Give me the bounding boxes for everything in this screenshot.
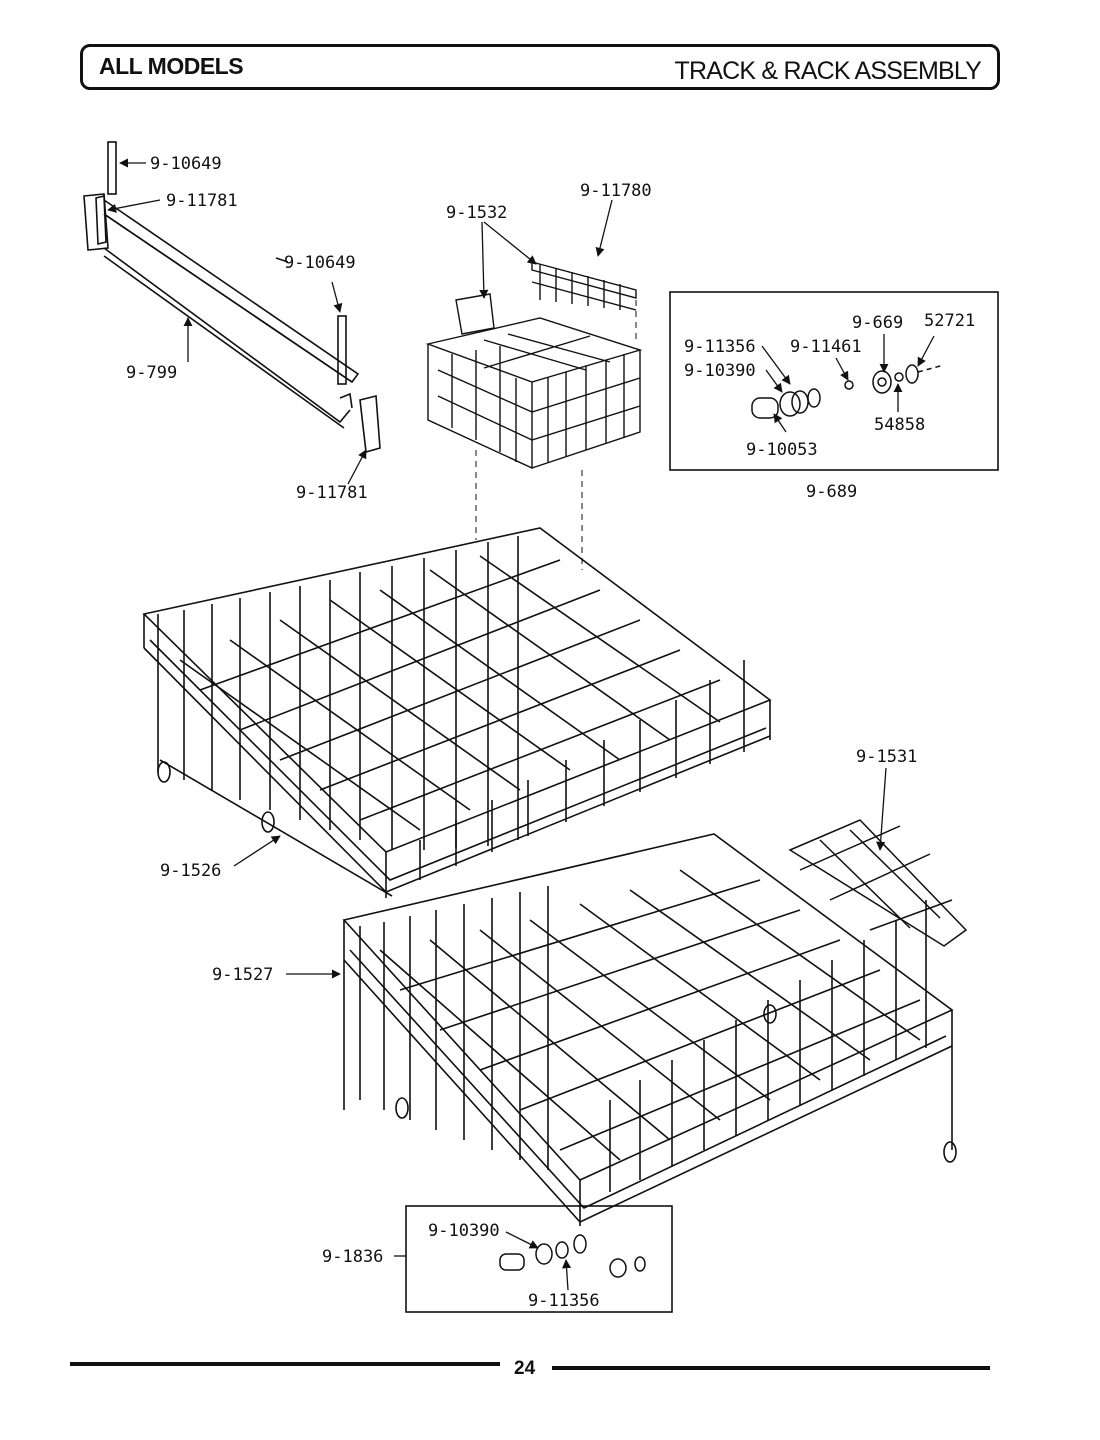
label-roller-assembly: 9-1836 — [322, 1247, 383, 1267]
inset-parts-drawing — [751, 364, 945, 419]
track-drawing — [83, 141, 381, 454]
label-inset-bushing: 9-10390 — [684, 361, 756, 381]
leader-lines — [107, 158, 935, 1291]
label-end-cap-bottom: 9-11781 — [296, 483, 368, 503]
label-upper-rack: 9-1526 — [160, 861, 221, 881]
label-inset-washer: 9-11461 — [790, 337, 862, 357]
page-footer: 24 — [70, 1358, 990, 1379]
label-lower-rack: 9-1527 — [212, 965, 273, 985]
label-inset-shaft: 9-11356 — [684, 337, 756, 357]
upper-rack-drawing — [142, 527, 772, 898]
roller-parts-drawing — [499, 1234, 646, 1278]
label-pin-mid: 9-10649 — [284, 253, 356, 273]
basket-guide-lines — [475, 300, 637, 570]
label-track: 9-799 — [126, 363, 177, 383]
label-basket-cover: 9-11780 — [580, 181, 652, 201]
label-inset-axle: 9-10053 — [746, 440, 818, 460]
inset-box — [669, 291, 999, 471]
part-labels: 9-10649 9-11781 9-10649 9-799 9-11781 9-… — [126, 154, 975, 1311]
label-roller-washer: 9-11356 — [528, 1291, 600, 1311]
end-cap-bottom-drawing — [359, 394, 381, 454]
label-inset-clip: 52721 — [924, 311, 975, 331]
label-inset-assembly: 9-689 — [806, 482, 857, 502]
assembly-title: TRACK & RACK ASSEMBLY — [674, 57, 982, 85]
models-label: ALL MODELS — [99, 53, 244, 79]
label-basket-handle: 9-1532 — [446, 203, 507, 223]
label-pin-top: 9-10649 — [150, 154, 222, 174]
shelf-drawing — [788, 819, 968, 947]
pin-top-drawing — [107, 141, 117, 195]
pin-mid-drawing — [337, 315, 347, 385]
page-number: 24 — [514, 1358, 536, 1379]
end-cap-top-drawing — [83, 193, 109, 251]
label-roller-bushing: 9-10390 — [428, 1221, 500, 1241]
lower-rack-drawing — [342, 833, 957, 1226]
page-header: ALL MODELS TRACK & RACK ASSEMBLY — [80, 44, 1000, 90]
basket-drawing — [425, 261, 643, 470]
label-end-cap-top: 9-11781 — [166, 191, 238, 211]
label-inset-spacer: 54858 — [874, 415, 925, 435]
label-inset-wheel: 9-669 — [852, 313, 903, 333]
label-lower-shelf: 9-1531 — [856, 747, 917, 767]
roller-box — [405, 1205, 673, 1313]
